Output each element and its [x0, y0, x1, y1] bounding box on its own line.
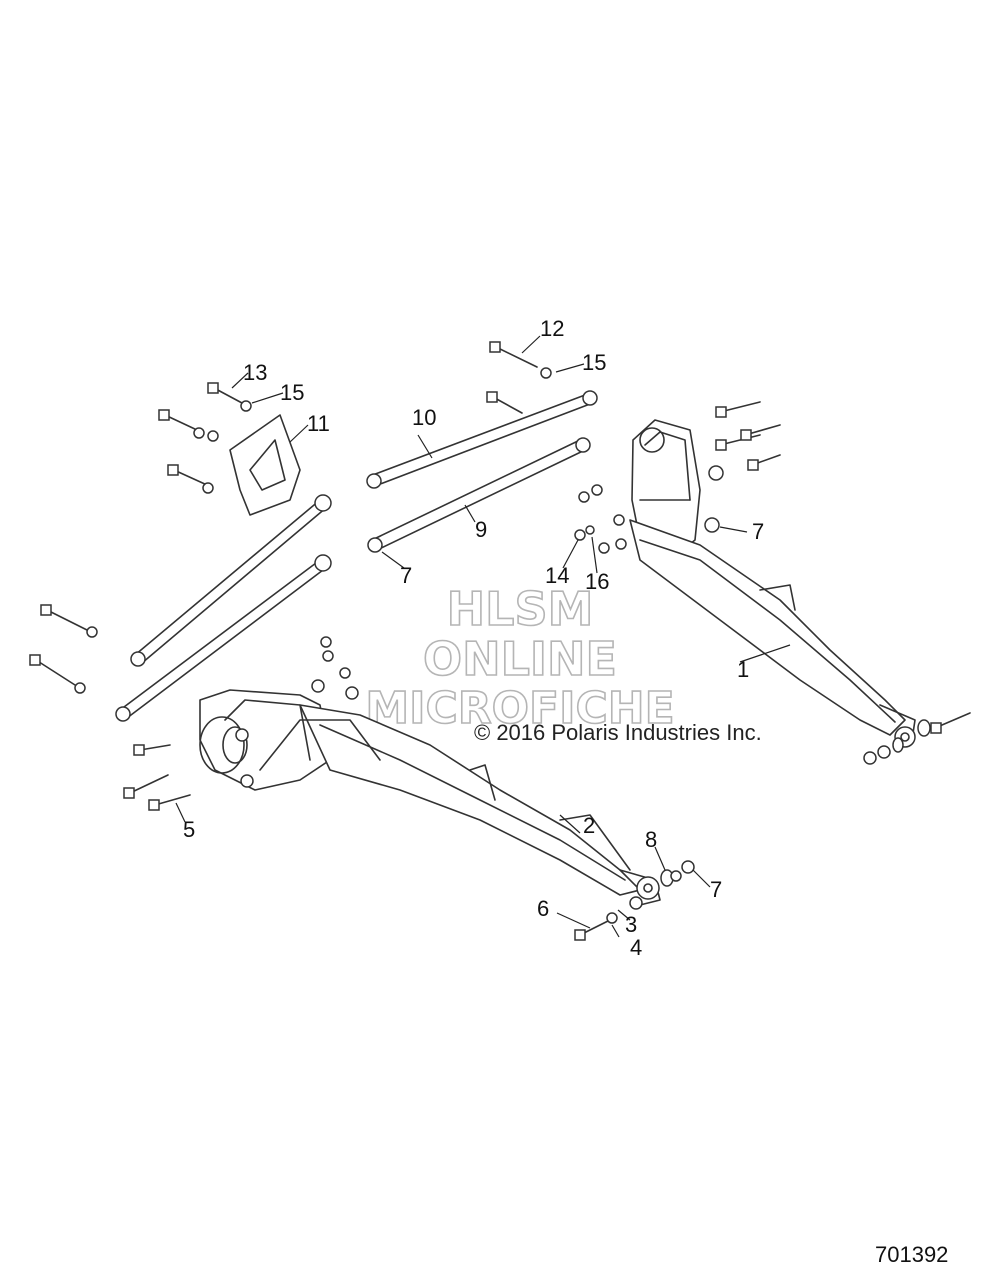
trailing-arm-left — [199, 689, 661, 906]
left-link-upper — [130, 494, 332, 667]
callout-6: 6 — [537, 896, 549, 921]
watermark-line-3: MICROFICHE — [365, 683, 674, 734]
lower-link-9 — [367, 437, 591, 553]
callout-12: 12 — [540, 316, 564, 341]
mounting-bracket — [229, 414, 301, 516]
copyright-notice: © 2016 Polaris Industries Inc. — [474, 720, 762, 745]
callout-7-right-arm: 7 — [752, 519, 764, 544]
callout-7-link: 7 — [400, 563, 412, 588]
callout-5: 5 — [183, 817, 195, 842]
callout-13: 13 — [243, 360, 267, 385]
callout-15-left: 15 — [280, 380, 304, 405]
callout-10: 10 — [412, 405, 436, 430]
callout-14: 14 — [545, 563, 569, 588]
watermark-line-1: HLSM — [447, 582, 594, 636]
callout-2: 2 — [583, 813, 595, 838]
figure-number: 701392 — [875, 1242, 948, 1267]
watermark-line-2: ONLINE — [423, 632, 617, 686]
callout-9: 9 — [475, 517, 487, 542]
bolts — [29, 341, 971, 941]
callout-4: 4 — [630, 935, 642, 960]
callout-15-top: 15 — [582, 350, 606, 375]
callout-8: 8 — [645, 827, 657, 852]
watermark: HLSM ONLINE MICROFICHE — [365, 581, 676, 735]
callout-3: 3 — [625, 912, 637, 937]
leader-lines — [175, 335, 791, 938]
trailing-arm-right — [629, 419, 916, 748]
left-link-lower — [115, 554, 332, 722]
upper-link-10 — [366, 390, 598, 489]
nuts-and-washers — [74, 367, 931, 924]
callout-1: 1 — [737, 657, 749, 682]
callout-11: 11 — [307, 411, 330, 436]
callouts: 1 2 3 4 5 6 7 7 7 8 9 10 11 12 13 14 15 … — [183, 316, 764, 960]
callout-16: 16 — [585, 569, 609, 594]
callout-7-left-arm: 7 — [710, 877, 722, 902]
